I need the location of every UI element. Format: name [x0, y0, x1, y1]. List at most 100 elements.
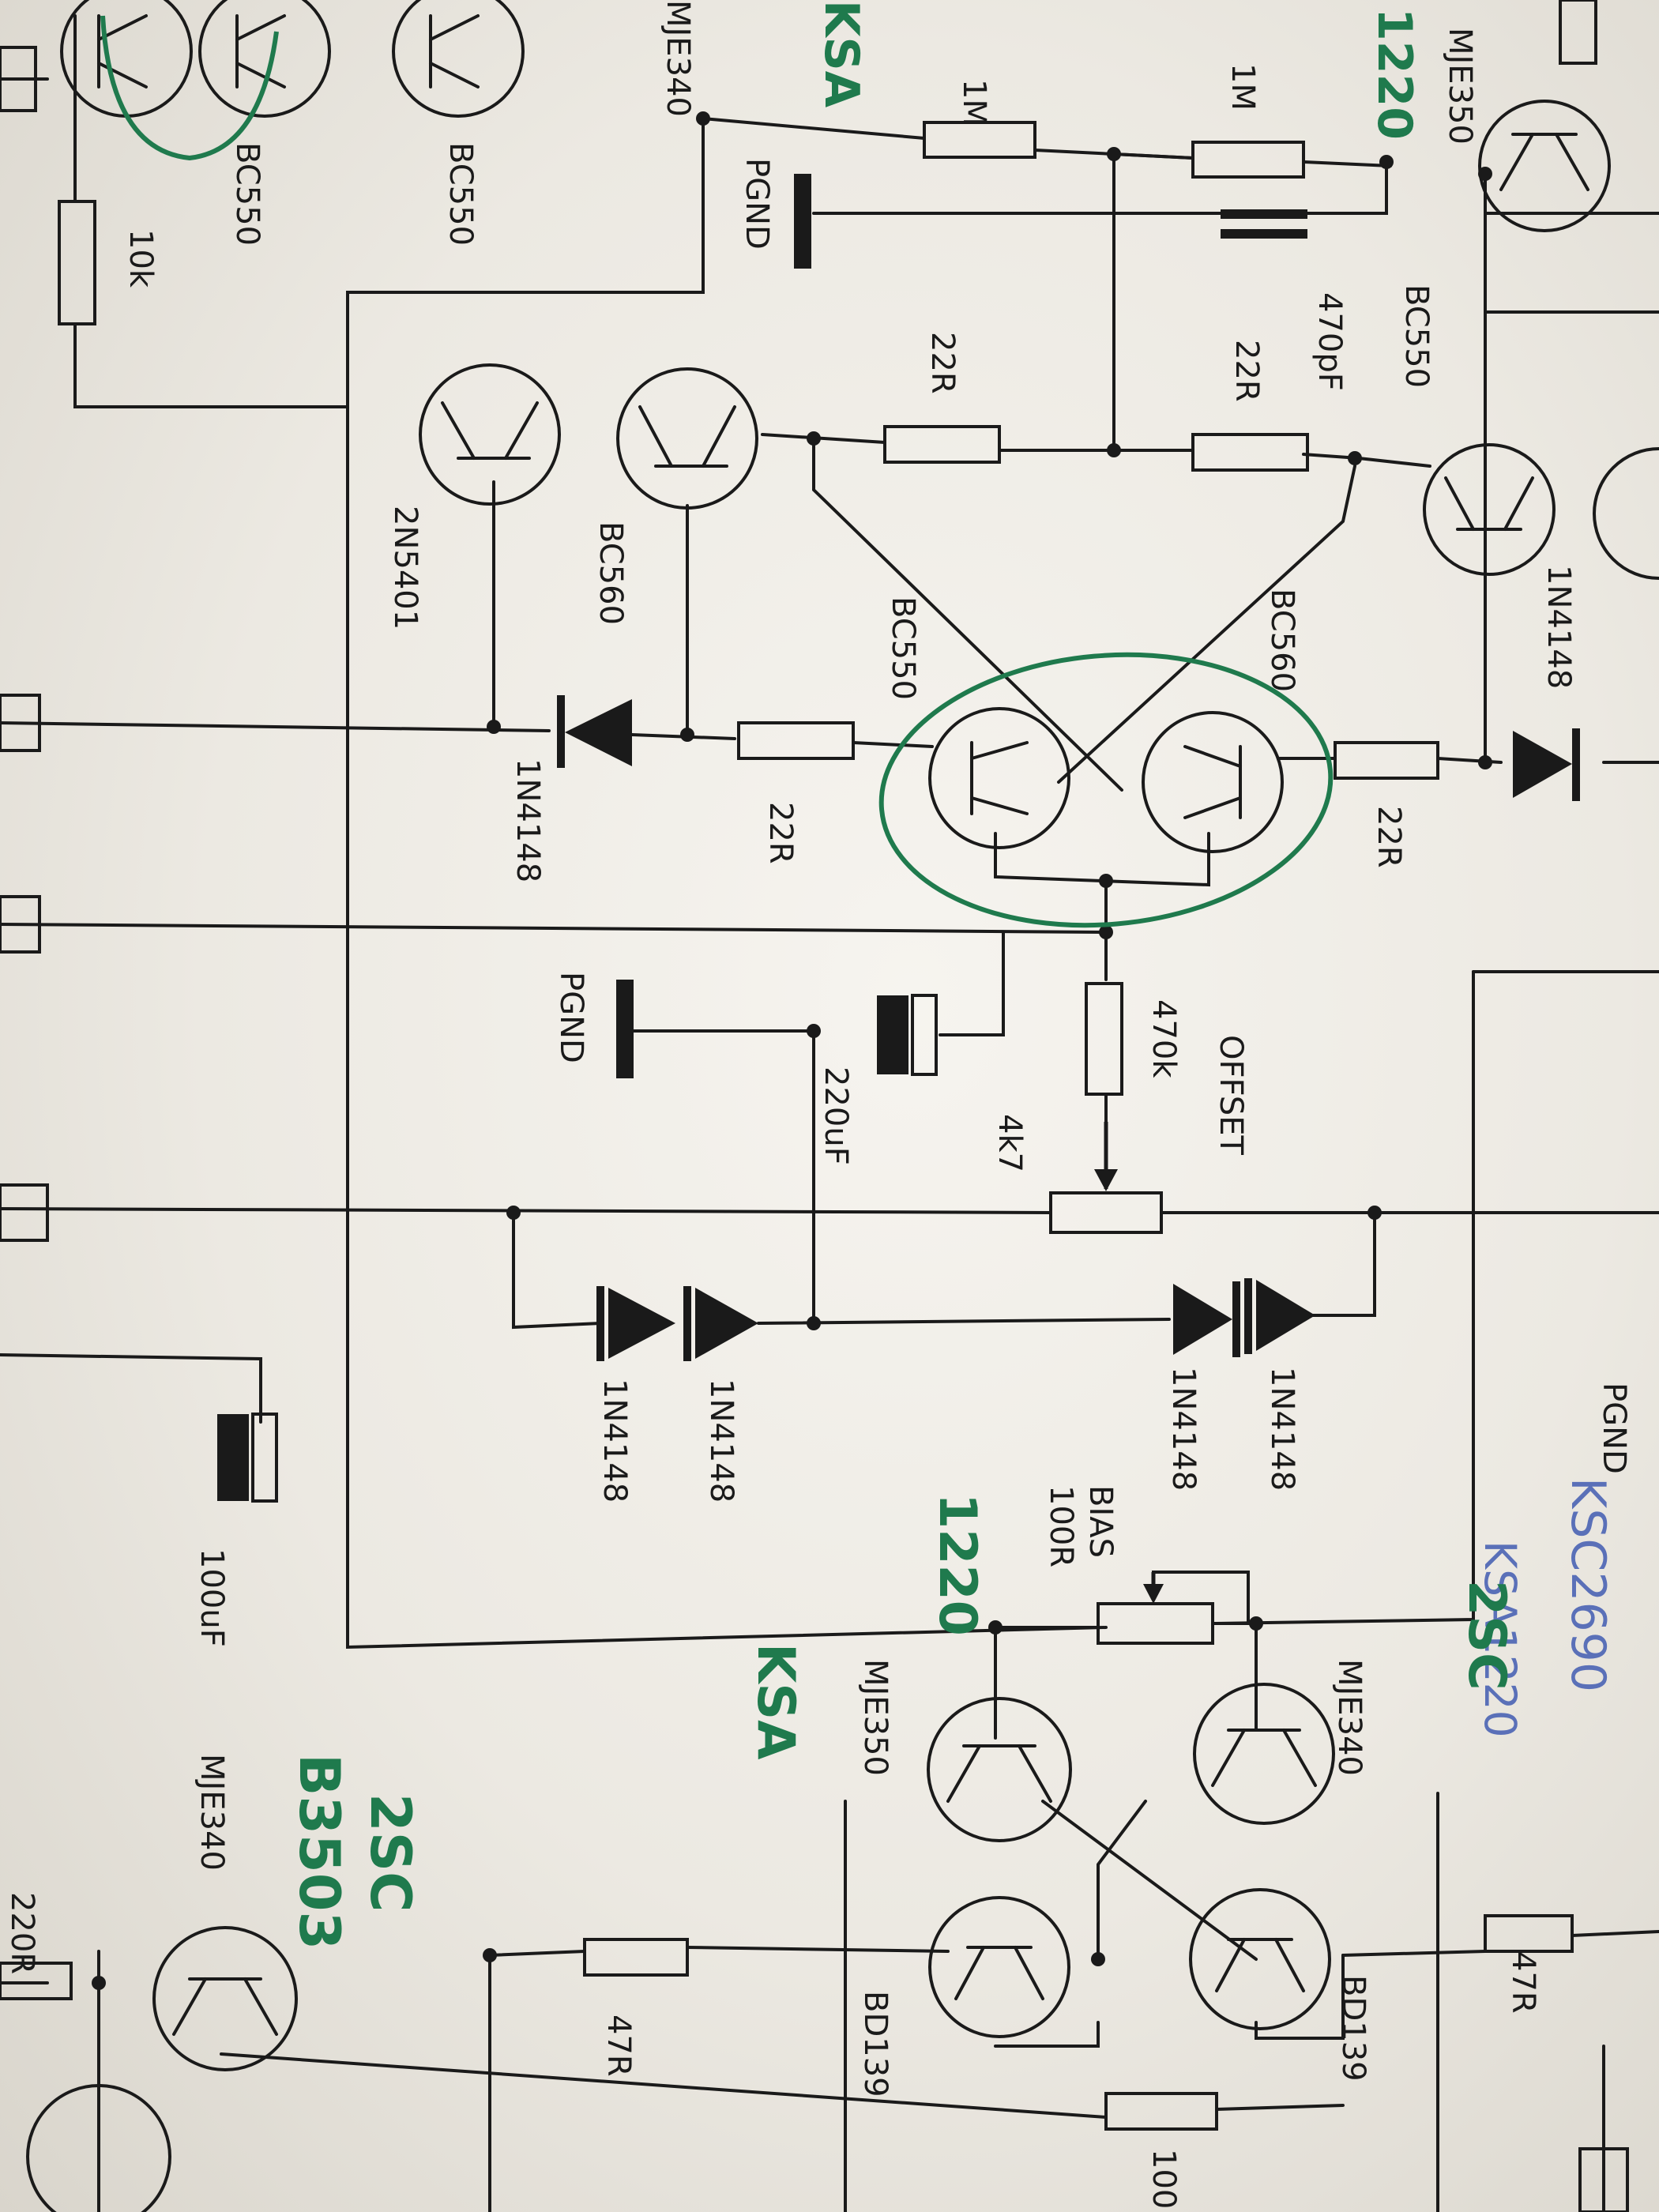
note-2sc-right: 2SC: [1457, 1580, 1516, 1691]
label-220uf: 220uF: [818, 1066, 854, 1165]
label-1n4148-e: 1N4148: [1165, 1367, 1202, 1491]
label-1m-b: 1M: [1224, 63, 1261, 111]
label-bias: BIAS: [1082, 1485, 1119, 1558]
note-1220-top: 1220: [1367, 8, 1422, 140]
left-stub-4: [0, 1183, 49, 1242]
diode-2: [1513, 728, 1580, 801]
transistor-tl1: [60, 0, 193, 118]
transistor-tl3: [392, 0, 525, 118]
label-1n4148-c: 1N4148: [596, 1379, 633, 1503]
resistor-22r-c: [737, 721, 855, 760]
note-1220: 1220: [927, 1493, 987, 1636]
label-bc550-diff: BC550: [885, 596, 921, 700]
capacitors: [217, 174, 1307, 1503]
transistor-bc550-diff: [928, 707, 1070, 849]
resistor-220r: [0, 1962, 73, 2000]
junction-dots: [92, 111, 1492, 1990]
label-470k: 470k: [1146, 999, 1182, 1078]
diodes: [557, 695, 1580, 1361]
transistor-bottom-left: [26, 2084, 171, 2212]
left-stub-1: [0, 46, 37, 112]
label-mje340-top: MJE340: [660, 0, 696, 117]
label-bc550-tr: BC550: [1398, 284, 1435, 388]
transistor-tl2: [198, 0, 331, 118]
label-10k: 10k: [122, 229, 159, 288]
resistor-47r-b: [1484, 1914, 1574, 1953]
resistor-1m-a: [923, 121, 1036, 159]
label-22r-b: 22R: [1228, 340, 1265, 402]
diode-3: [596, 1286, 675, 1361]
label-1n4148-a: 1N4148: [510, 758, 546, 882]
label-1n4148-d: 1N4148: [703, 1379, 739, 1503]
label-1n4148-b: 1N4148: [1540, 565, 1577, 689]
transistor-bc560-top: [616, 367, 758, 510]
label-mje340-out: MJE340: [194, 1754, 230, 1871]
label-bc550-tl2: BC550: [442, 142, 479, 246]
transistor-mje340-vas: [1193, 1683, 1335, 1825]
label-22r-c: 22R: [762, 802, 799, 864]
transistor-right-edge: [1593, 447, 1659, 580]
label-1n4148-f: 1N4148: [1264, 1367, 1300, 1491]
offset-pot: [1049, 1191, 1163, 1234]
transistors: [26, 0, 1659, 2212]
label-470pf: 470pF: [1311, 292, 1348, 391]
cap-470pf: [1221, 209, 1307, 239]
label-pgnd-right: PGND: [1596, 1382, 1632, 1474]
resistor-47r-a: [583, 1938, 689, 1977]
label-47r-b: 47R: [1505, 1951, 1541, 2014]
diode-4: [683, 1286, 758, 1361]
cap-100uf: [217, 1413, 278, 1503]
marker-circles: [100, 15, 1334, 928]
note-2sc-left: 2SC: [358, 1793, 423, 1913]
label-pgnd-top: PGND: [739, 158, 775, 250]
resistor-22r-a: [883, 425, 1001, 464]
label-4k7: 4k7: [991, 1114, 1028, 1172]
bias-pot: [1097, 1602, 1214, 1645]
left-stub-2: [0, 694, 41, 752]
diode-6: [1244, 1278, 1315, 1354]
note-ksc2690: KSC2690: [1560, 1477, 1616, 1692]
label-22r-d: 22R: [1371, 806, 1407, 868]
label-mje350-vas: MJE350: [857, 1659, 893, 1776]
label-2n5401: 2N5401: [387, 506, 423, 630]
label-mje350-top: MJE350: [1442, 28, 1478, 145]
diode-1: [557, 695, 632, 768]
label-100uf: 100uF: [194, 1548, 230, 1647]
resistor-1m-b: [1191, 141, 1305, 179]
cap-pgnd-top: [794, 174, 811, 269]
resistor-470k: [1085, 982, 1123, 1096]
label-22r-a: 22R: [924, 332, 961, 394]
transistor-bd139-a: [928, 1896, 1070, 2038]
transistor-mje350-top: [1478, 100, 1611, 232]
label-bd139-b: BD139: [1335, 1975, 1371, 2082]
note-ksa-mid: KSA: [746, 1643, 805, 1760]
left-stub-3: [0, 895, 41, 954]
note-b3503: B3503: [287, 1754, 352, 1950]
resistor-top-right: [1559, 0, 1597, 65]
diode-5: [1173, 1281, 1240, 1357]
resistor-bottom-right: [1578, 2147, 1629, 2212]
resistor-100r: [1104, 2092, 1218, 2131]
note-ksa1220-pen: KSA1220: [1475, 1540, 1525, 1738]
label-bc560-diff: BC560: [1264, 589, 1300, 692]
label-220r: 220R: [4, 1892, 40, 1974]
cap-pgnd-mid: [616, 980, 634, 1078]
label-100r-bottom: 100R: [1146, 2149, 1182, 2212]
label-47r-a: 47R: [600, 2014, 637, 2077]
label-pgnd-mid: PGND: [553, 972, 589, 1063]
transistor-mje350-vas: [927, 1697, 1072, 1842]
resistor-22r-d: [1334, 741, 1439, 780]
note-ksa-top: KSA: [814, 0, 869, 108]
label-1m-a: 1M: [956, 79, 992, 126]
transistor-bd139-b: [1189, 1888, 1331, 2030]
transistor-bc560-diff: [1142, 711, 1284, 853]
label-offset: OFFSET: [1213, 1035, 1249, 1155]
component-labels: 1M 1M PGND 470pF BC550 10k BC550 BC550 2…: [4, 0, 1632, 2212]
diff-pair-circle: [878, 652, 1334, 928]
label-bd139-a: BD139: [857, 1991, 893, 2097]
resistor-10k: [58, 200, 96, 325]
label-100r: 100R: [1043, 1485, 1079, 1567]
handwritten-annotations: 2SC B3503 KSC2690 KSA1220 2SC 1220 KSA 1…: [287, 0, 1616, 1950]
